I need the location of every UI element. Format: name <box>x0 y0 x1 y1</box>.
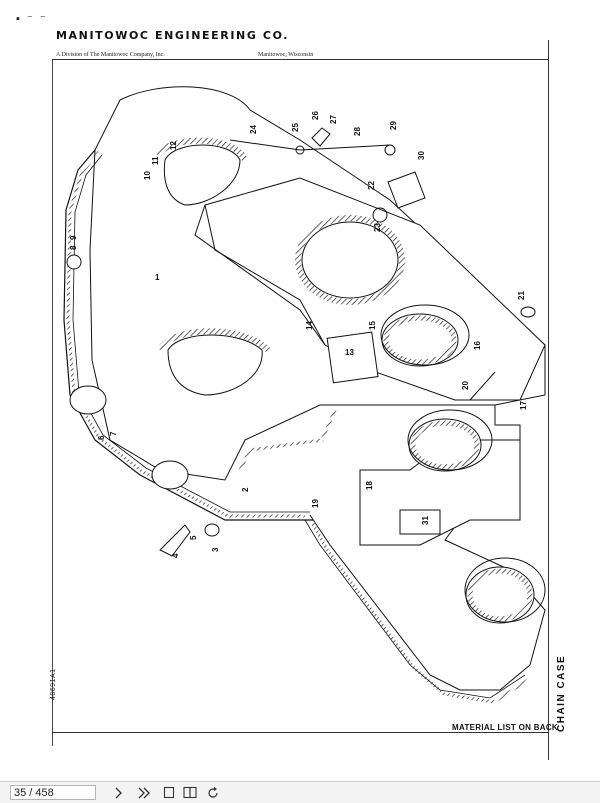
port-3 <box>204 523 220 537</box>
callout-29: 29 <box>389 121 398 130</box>
callout-30: 30 <box>417 151 426 160</box>
callout-15: 15 <box>368 321 377 330</box>
callout-2: 2 <box>241 487 250 492</box>
ring-15-middle-hatch <box>410 420 480 470</box>
viewer-toolbar: 35 / 458 <box>0 781 600 803</box>
document-page: ▪ ⁻ ⁻ MANITOWOC ENGINEERING CO. A Divisi… <box>16 13 567 760</box>
callout-1: 1 <box>155 273 160 282</box>
bracket-26 <box>311 127 331 147</box>
next-page-icon[interactable] <box>112 785 126 800</box>
callout-17: 17 <box>519 401 528 410</box>
top-rule <box>52 59 548 60</box>
ring-15-lower <box>465 566 535 624</box>
callout-7: 7 <box>109 431 118 436</box>
part-number: 48691A1 <box>50 668 57 700</box>
callout-11: 11 <box>151 156 160 165</box>
callout-22: 22 <box>367 181 376 190</box>
callout-23: 23 <box>373 223 382 232</box>
port-6-upper <box>69 385 107 415</box>
callout-26: 26 <box>311 111 320 120</box>
opening-top-left-seal <box>155 137 248 162</box>
callout-24: 24 <box>249 125 258 134</box>
header-mark: ▪ ⁻ ⁻ <box>16 13 48 25</box>
plate-30 <box>387 171 426 209</box>
callout-31: 31 <box>421 516 430 525</box>
callout-20: 20 <box>461 381 470 390</box>
opening-top-left <box>163 144 241 206</box>
bottom-rule <box>52 732 548 733</box>
drawing-title: CHAIN CASE <box>556 654 567 732</box>
ring-15-middle <box>408 418 482 472</box>
callout-19: 19 <box>311 499 320 508</box>
page-indicator-field[interactable]: 35 / 458 <box>10 785 96 800</box>
callout-25: 25 <box>291 123 300 132</box>
fitting-29 <box>384 144 396 156</box>
callout-16: 16 <box>473 341 482 350</box>
ring-15-upper <box>381 313 459 367</box>
last-page-icon[interactable] <box>136 785 152 800</box>
cap-9 <box>66 254 82 270</box>
ring-15-lower-hatch <box>467 568 533 622</box>
rod-20 <box>469 371 496 401</box>
gasket-strip-mid <box>238 409 337 471</box>
opening-box-center-seal <box>295 215 405 305</box>
single-page-icon[interactable] <box>162 785 176 800</box>
port-6-lower <box>151 460 189 490</box>
gasket-strip-lower <box>310 521 529 704</box>
company-name: MANITOWOC ENGINEERING CO. <box>56 29 290 42</box>
ring-15-upper-hatch <box>383 315 457 365</box>
opening-box-center <box>301 221 399 299</box>
rotate-icon[interactable] <box>206 785 220 800</box>
right-rule <box>548 40 549 760</box>
rod-24 <box>229 139 301 151</box>
rod-28 <box>299 144 391 151</box>
callout-6: 6 <box>97 435 106 440</box>
ring-16-upper <box>380 304 470 366</box>
left-rule <box>52 60 53 746</box>
bracket-4 <box>159 524 191 557</box>
box-31 <box>399 509 441 535</box>
ring-16-middle <box>407 409 493 471</box>
callout-27: 27 <box>329 115 338 124</box>
two-page-icon[interactable] <box>182 785 198 800</box>
callout-21: 21 <box>517 291 526 300</box>
upper-box-side <box>194 204 326 346</box>
cover-13 <box>326 331 379 384</box>
callout-10: 10 <box>143 171 152 180</box>
chain-case-drawing: 1 2 3 4 5 6 7 8 9 10 11 12 13 14 15 16 1… <box>63 86 546 704</box>
gear-23 <box>372 207 388 223</box>
callout-9: 9 <box>69 235 78 240</box>
callout-12: 12 <box>169 141 178 150</box>
callout-14: 14 <box>305 321 314 330</box>
location-note: Manitowoc, Wisconsin <box>258 52 314 58</box>
ring-16-lower <box>464 557 546 623</box>
housing-flange <box>63 149 330 521</box>
callout-3: 3 <box>211 547 220 552</box>
opening-mid-left <box>167 334 263 396</box>
callout-5: 5 <box>189 535 198 540</box>
callout-4: 4 <box>171 553 180 558</box>
callout-8: 8 <box>69 245 78 250</box>
opening-mid-left-seal <box>157 328 271 353</box>
fitting-25 <box>295 145 305 155</box>
callout-13: 13 <box>345 348 354 357</box>
division-note: A Division of The Manitowoc Company, Inc… <box>56 52 165 58</box>
cap-21 <box>520 306 536 318</box>
material-note: MATERIAL LIST ON BACK <box>452 723 558 732</box>
callout-18: 18 <box>365 481 374 490</box>
callout-28: 28 <box>353 127 362 136</box>
